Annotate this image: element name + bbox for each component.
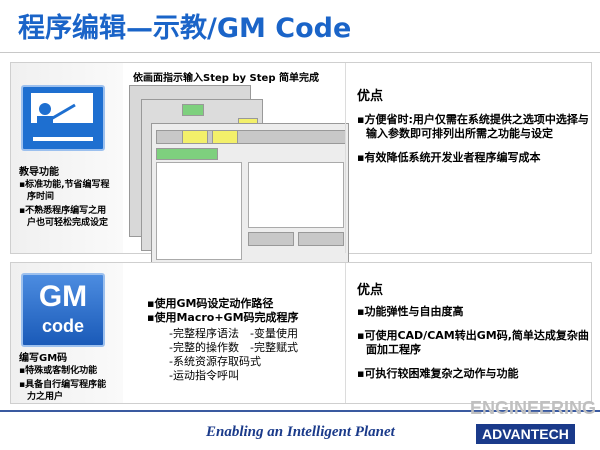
tab-yellow [212,130,238,144]
btn-mock [248,232,294,246]
gmcode-bullet: ▪具备自行编写程序能力之用户 [19,380,107,402]
footer-divider [0,410,600,412]
param-table [248,162,344,228]
advantage-item: ▪功能弹性与自由度高 [357,305,464,318]
gmcode-advantages: ▪功能弹性与自由度高 ▪可使用CAD/CAM转出GM码,简单达成复杂曲面加工程序… [357,305,593,391]
column-divider [345,263,346,403]
advantage-item: ▪可执行较困难复杂之动作与功能 [357,367,519,380]
teach-bullet: ▪不熟悉程序编写之用户也可轻松完成设定 [19,206,109,228]
brand-logo: ADVANTECH [476,424,575,444]
mid-subitem: -完整程序语法 -变量使用 [169,327,298,340]
advantage-item: ▪有效降低系统开发业者程序编写成本 [357,151,541,164]
column-divider [345,63,346,253]
tab-yellow [182,130,208,144]
gm-icon-text: GM [38,280,88,313]
teach-caption: 依画面指示输入Step by Step 简单完成 [133,73,319,84]
mid-subitem: -运动指令呼叫 [169,369,239,382]
teach-panel: 教导功能 ▪标准功能,节省编写程序时间 ▪不熟悉程序编写之用户也可轻松完成设定 … [10,62,593,311]
code-icon-text: code [41,316,84,336]
gmcode-advantages-title: 优点 [357,283,384,298]
mid-subitem: -完整的操作数 -完整赋式 [169,341,298,354]
advantage-item: ▪方便省时:用户仅需在系统提供之选项中选择与输入参数即可排列出所需之功能与设定 [357,113,589,140]
status-cell [182,104,204,116]
gmcode-bullet: ▪特殊或客制化功能 [19,366,98,376]
teach-bullets: ▪标准功能,节省编写程序时间 ▪不熟悉程序编写之用户也可轻松完成设定 [19,179,115,231]
gm-code-icon: GM code [21,273,105,347]
mid-subitem: -系统资源存取码式 [169,355,261,368]
advantage-item: ▪可使用CAD/CAM转出GM码,简单达成复杂曲面加工程序 [357,329,589,356]
gmcode-panel: GM code 编写GM码 ▪特殊或客制化功能 ▪具备自行编写程序能力之用户 ▪… [10,262,592,404]
mid-item: ▪使用GM码设定动作路径 [147,297,274,310]
title-divider [0,52,600,53]
gmcode-mid-list: ▪使用GM码设定动作路径 ▪使用Macro+GM码完成程序 [147,297,299,325]
mid-item: ▪使用Macro+GM码完成程序 [147,311,299,324]
teacher-icon [21,85,105,151]
gmcode-mid-sublist: -完整程序语法 -变量使用 -完整的操作数 -完整赋式 -系统资源存取码式 -运… [169,327,298,383]
row-green [156,148,218,160]
footer-slogan: Enabling an Intelligent Planet [206,424,395,440]
teach-bullet: ▪标准功能,节省编写程序时间 [19,180,110,202]
teach-label: 教导功能 [19,167,59,178]
watermark: ENGINEERING [470,398,597,418]
gmcode-label: 编写GM码 [19,353,68,364]
page-title: 程序编辑—示教/GM Code [18,13,352,44]
teach-advantages: ▪方便省时:用户仅需在系统提供之选项中选择与输入参数即可排列出所需之功能与设定 … [357,113,593,175]
btn-mock [298,232,344,246]
data-table [156,162,242,260]
teach-advantages-title: 优点 [357,89,384,104]
gmcode-bullets: ▪特殊或客制化功能 ▪具备自行编写程序能力之用户 [19,365,115,405]
